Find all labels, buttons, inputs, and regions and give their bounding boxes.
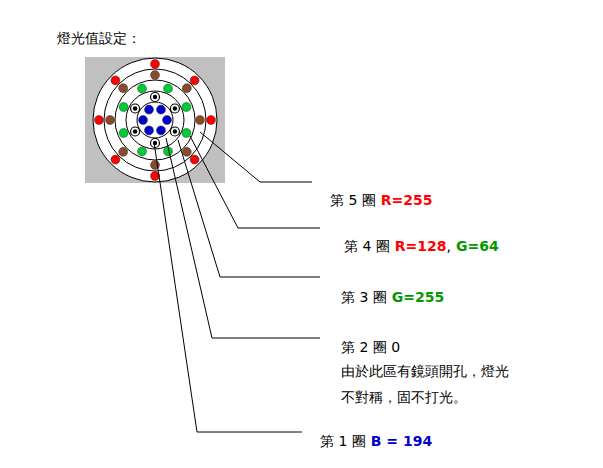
blue-lamp: [157, 105, 166, 114]
ring-label: 第 1 圈: [320, 433, 366, 449]
red-lamp: [207, 116, 216, 125]
unlit-lamp: [151, 93, 160, 102]
ring-circle: [104, 69, 206, 171]
red-lamp: [151, 60, 160, 69]
brown-lamp: [151, 71, 160, 80]
red-lamp: [111, 76, 120, 85]
green-lamp: [182, 129, 191, 138]
red-lamp: [111, 155, 120, 164]
label-line: 第 3 圈 G=255: [341, 288, 444, 306]
ring-label: 由於此區有鏡頭開孔，燈光不對稱，固不打光。: [341, 363, 509, 405]
blue-lamp: [163, 116, 172, 125]
green-lamp: [119, 129, 128, 138]
ring-circle: [126, 91, 184, 149]
label-line: 由於此區有鏡頭開孔，燈光不對稱，固不打光。: [341, 358, 511, 410]
brown-lamp: [106, 116, 115, 125]
ring-circles: [93, 58, 217, 182]
green-lamp: [164, 84, 173, 93]
brown-lamp: [119, 147, 128, 156]
leader-line: [200, 132, 312, 182]
leader-line: [154, 142, 302, 432]
brown-lamp: [182, 147, 191, 156]
blue-lamp: [139, 116, 148, 125]
label-line: 第 4 圈 R=128, G=64: [344, 237, 499, 255]
ring-label: R=255: [381, 192, 433, 208]
unlit-lamp: [131, 127, 140, 136]
label-line: 燈光值設定：: [57, 29, 141, 47]
red-lamp: [190, 76, 199, 85]
red-lamp: [190, 155, 199, 164]
ring-label: R=128: [395, 238, 447, 254]
green-lamp: [182, 102, 191, 111]
brown-lamp: [119, 84, 128, 93]
unlit-lamp: [170, 104, 179, 113]
unlit-lamp-core: [173, 129, 177, 133]
red-lamp: [95, 116, 104, 125]
ring-label: 第 5 圈: [330, 192, 376, 208]
ring-label: G=64: [456, 238, 499, 254]
unlit-lamp-core: [133, 129, 137, 133]
ring-label: G=255: [392, 289, 444, 305]
unlit-lamp-core: [173, 106, 177, 110]
gray-panel: [85, 57, 225, 183]
blue-lamp: [145, 126, 154, 135]
green-lamp: [137, 147, 146, 156]
label-line: 第 5 圈 R=255: [330, 191, 433, 209]
ring-circle: [137, 102, 173, 138]
ring-label: ,: [447, 238, 451, 254]
unlit-lamp: [170, 127, 179, 136]
ring-label: B = 194: [371, 433, 432, 449]
blue-lamp: [145, 105, 154, 114]
unlit-lamp-core: [153, 95, 157, 99]
label-line: 第 1 圈 B = 194: [320, 432, 432, 450]
unlit-lamp-core: [153, 141, 157, 145]
green-lamp: [137, 84, 146, 93]
ring-label: 第 3 圈: [341, 289, 387, 305]
label-line: 第 2 圈 0: [341, 338, 400, 356]
leader-line: [190, 136, 320, 228]
green-lamp: [119, 102, 128, 111]
blue-lamp: [157, 126, 166, 135]
lamp-dots: [95, 60, 216, 181]
ring-label: 第 4 圈: [344, 238, 390, 254]
leader-line: [166, 138, 320, 338]
heading: 燈光值設定：: [57, 30, 141, 46]
unlit-lamp-core: [133, 106, 137, 110]
ring-circle: [93, 58, 217, 182]
leader-lines: [154, 132, 320, 432]
leader-line: [178, 140, 320, 277]
unlit-lamp: [131, 104, 140, 113]
brown-lamp: [196, 116, 205, 125]
ring-label: 第 2 圈 0: [341, 339, 400, 355]
brown-lamp: [182, 84, 191, 93]
